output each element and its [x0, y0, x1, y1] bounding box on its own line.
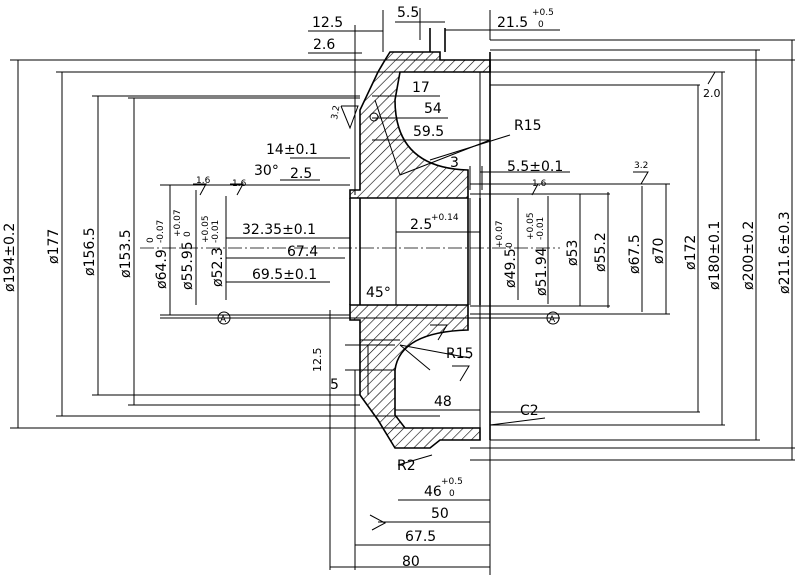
roughness-1-6-a: 1.6	[196, 176, 211, 186]
dim-2-6: 2.6	[313, 37, 335, 53]
upper-section-hatch	[349, 51, 491, 199]
upper-annotations: 17 54 59.5 R15 3.2 14±0.1 30° 2.5 3 5.5±…	[193, 71, 721, 196]
dia-64-9-dn: -0.07	[156, 220, 166, 243]
dia-180: ø180±0.1	[707, 221, 723, 290]
datum-circle-left	[217, 311, 231, 325]
dim-12-5-lower: 12.5	[311, 348, 324, 373]
radius-r2: R2	[397, 458, 416, 474]
roughness-1-6-c: 1.6	[532, 179, 547, 189]
dia-55-95-dn: 0	[183, 231, 193, 237]
dia-49-5: ø49.5	[503, 248, 519, 288]
dia-64-9: ø64.9	[154, 249, 170, 289]
datum-symbols: A A	[160, 311, 560, 325]
dia-51-94-up: +0.05	[526, 212, 536, 240]
dim-67-5: 67.5	[405, 529, 436, 545]
dim-5-5-top: 5.5	[397, 5, 419, 21]
dim-17: 17	[412, 80, 430, 96]
dia-53: ø53	[565, 240, 581, 266]
dia-55-95: ø55.95	[180, 241, 196, 290]
dia-194: ø194±0.2	[2, 223, 18, 292]
angle-45: 45°	[366, 285, 391, 301]
dim-67-4: 67.4	[287, 244, 318, 260]
dim-2-5-bore-tol: +0.14	[431, 213, 459, 223]
left-diameter-labels: ø194±0.2 ø177 ø156.5 ø153.5 ø64.9 0 -0.0…	[2, 209, 226, 292]
datum-label-right: A	[549, 315, 556, 325]
dia-70: ø70	[651, 238, 667, 264]
dim-46-up: +0.5	[441, 477, 463, 487]
chamfer-c2: C2	[520, 403, 539, 419]
datum-circle-right	[546, 311, 560, 325]
dia-55-95-up: +0.07	[173, 209, 183, 237]
lower-annotations: R15 12.5 5 48 C2 R2	[311, 324, 546, 474]
dia-49-5-up: +0.07	[495, 220, 505, 248]
right-diameter-labels: ø49.5 +0.07 0 ø51.94 +0.05 -0.01 ø53 ø55…	[495, 211, 793, 296]
dim-2-5-bore: 2.5	[410, 217, 432, 233]
dia-55-2: ø55.2	[593, 232, 609, 272]
dim-48: 48	[434, 394, 452, 410]
dim-5-5-b: 5.5±0.1	[507, 159, 563, 175]
dia-200: ø200±0.2	[741, 221, 757, 290]
dia-172: ø172	[683, 235, 699, 270]
dia-67-5: ø67.5	[627, 234, 643, 274]
dim-69-5: 69.5±0.1	[252, 267, 317, 283]
dia-211-6: ø211.6±0.3	[777, 211, 793, 294]
dim-80: 80	[402, 554, 420, 570]
dim-5: 5	[330, 377, 339, 393]
top-dimensions: 12.5 2.6 5.5 21.5 +0.5 0	[308, 5, 560, 54]
dim-3: 3	[450, 155, 459, 171]
datum-label-left: A	[220, 315, 227, 325]
bore-dimensions: 32.35±0.1 67.4 69.5±0.1 2.5 +0.14 45°	[226, 213, 480, 301]
dim-21-5-tol-up: +0.5	[532, 8, 554, 18]
dim-50: 50	[431, 506, 449, 522]
dim-21-5: 21.5	[497, 15, 528, 31]
dia-156-5: ø156.5	[82, 227, 98, 276]
bottom-dimensions: 46 +0.5 0 50 67.5 80	[330, 440, 491, 575]
angle-30: 30°	[254, 163, 279, 179]
lower-section-hatch	[349, 304, 481, 449]
dim-32-35: 32.35±0.1	[242, 222, 316, 238]
dia-153-5: ø153.5	[118, 229, 134, 278]
dim-12-5-top: 12.5	[312, 15, 343, 31]
dia-51-94: ø51.94	[534, 247, 550, 296]
part-profile	[140, 8, 560, 570]
dim-46-dn: 0	[449, 489, 455, 499]
radius-r15-lower: R15	[446, 346, 474, 362]
dim-54: 54	[424, 101, 442, 117]
roughness-3-2-b: 3.2	[634, 161, 648, 171]
roughness-3-2-a: 3.2	[330, 105, 342, 121]
dia-51-94-dn: -0.01	[536, 217, 546, 240]
dia-52-3-dn: -0.01	[211, 220, 221, 243]
dim-59-5: 59.5	[413, 124, 444, 140]
dim-14: 14±0.1	[266, 142, 318, 158]
dim-21-5-tol-dn: 0	[538, 20, 544, 30]
dim-46: 46	[424, 484, 442, 500]
dia-52-3-up: +0.05	[201, 215, 211, 243]
dia-49-5-dn: 0	[505, 242, 515, 248]
dia-64-9-up: 0	[146, 237, 156, 243]
radius-r15-upper: R15	[514, 118, 542, 134]
outer-dimension-frames	[10, 39, 795, 461]
dia-177: ø177	[46, 229, 62, 264]
dim-2-5-upper: 2.5	[290, 166, 312, 182]
dia-52-3: ø52.3	[210, 247, 226, 287]
roughness-1-6-b: 1.6	[232, 179, 247, 189]
roughness-2-0: 2.0	[703, 87, 721, 100]
